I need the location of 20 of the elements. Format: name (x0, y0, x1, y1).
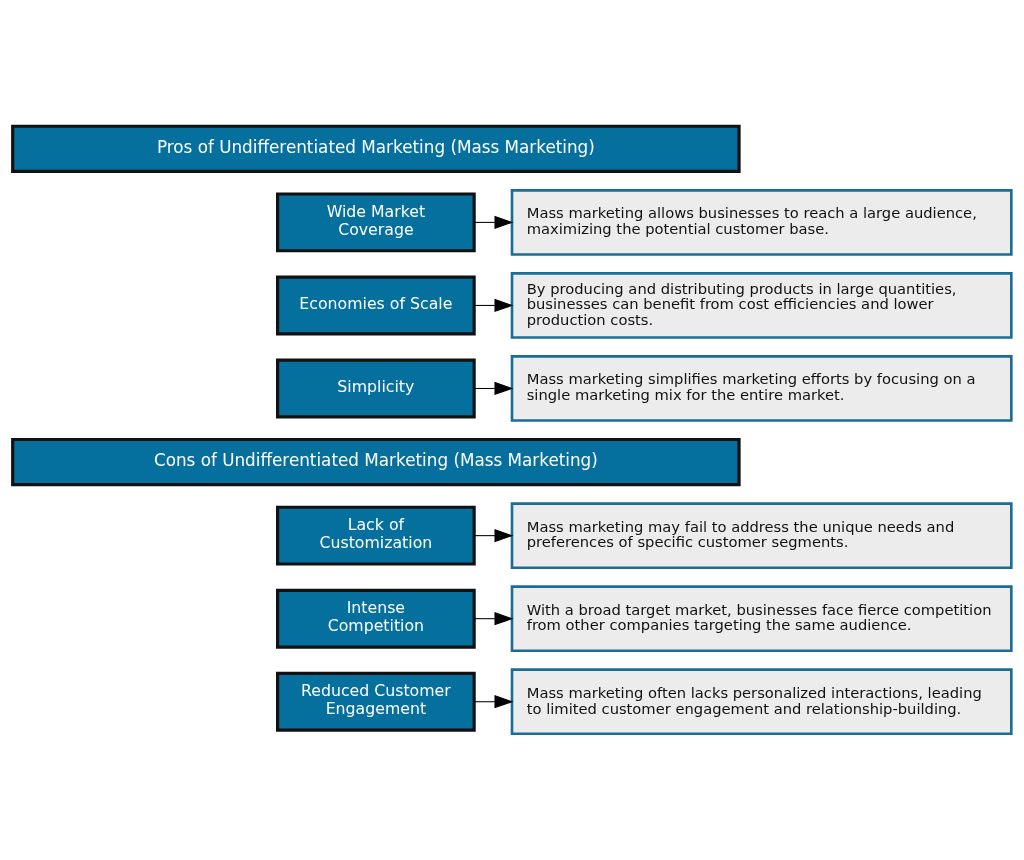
node-box: Mass marketing simplifies marketing efforts by focusing on a single marketing mix for the entire market. (510, 355, 1013, 422)
arrow (473, 612, 514, 626)
node-box: Intense Competition (276, 588, 476, 649)
node-box: With a broad target market, businesses face fierce competition from other companies targeting the same audience. (510, 585, 1013, 653)
arrow (473, 215, 514, 230)
node-box: Reduced Customer Engagement (276, 671, 476, 732)
node-box: Mass marketing may fail to address the unique needs and preferences of specific customer segments. (510, 502, 1013, 570)
node-box: Cons of Undifferentiated Marketing (Mass Marketing) (11, 437, 741, 487)
arrow (473, 529, 514, 543)
node-box: Lack of Customization (276, 505, 476, 566)
arrow (473, 695, 514, 709)
node-box: Economies of Scale (276, 275, 476, 336)
node-box: Mass marketing allows businesses to reach a large audience, maximizing the potential customer base. (510, 189, 1013, 256)
node-box: Mass marketing often lacks personalized interactions, leading to limited customer engagement and relationship-building. (510, 668, 1013, 736)
node-box: By producing and distributing products in large quantities, businesses can benefit from cost efficiencies and lower production costs. (510, 272, 1013, 339)
node-box: Pros of Undifferentiated Marketing (Mass Marketing) (11, 124, 741, 173)
arrow (473, 381, 514, 396)
node-box: Wide Market Coverage (276, 192, 476, 253)
arrow (473, 298, 514, 313)
node-box: Simplicity (276, 358, 476, 419)
